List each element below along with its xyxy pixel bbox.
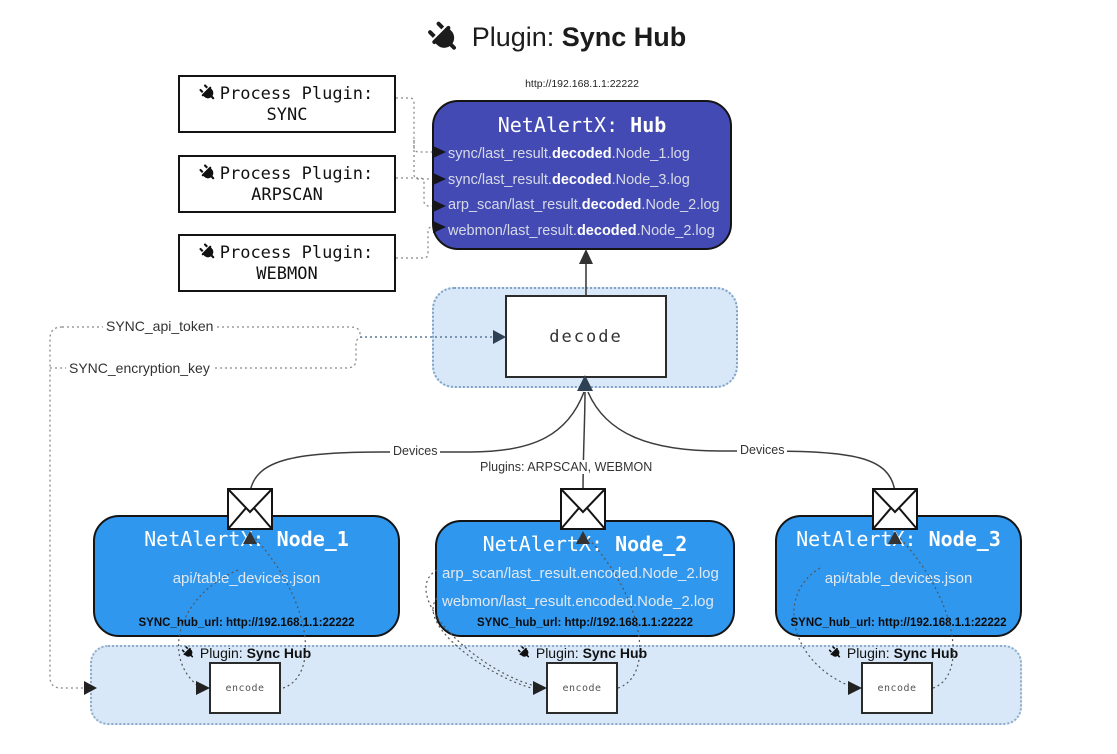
node-3-box: NetAlertX: Node_3 api/table_devices.json… — [775, 515, 1022, 637]
hub-box: NetAlertX: Hub sync/last_result.decoded.… — [432, 100, 732, 250]
node-content: arp_scan/last_result.encoded.Node_2.log … — [442, 565, 719, 610]
encode-box: encode — [861, 662, 933, 714]
hub-log-line: arp_scan/last_result.decoded.Node_2.log — [448, 197, 720, 214]
process-plugin-name: WEBMON — [256, 264, 318, 284]
process-plugin-name: SYNC — [266, 105, 308, 125]
title-text: Plugin: Sync Hub — [471, 21, 687, 52]
encode-box: encode — [546, 662, 618, 714]
node-title: NetAlertX: Node_2 — [482, 532, 688, 556]
encode-plugin-label: Plugin: Sync Hub — [804, 644, 984, 662]
node-hub-url: SYNC_hub_url: http://192.168.1.1:22222 — [790, 617, 1007, 629]
node-title: NetAlertX: Node_3 — [796, 527, 1001, 551]
plug-icon — [199, 163, 218, 185]
node-hub-url: SYNC_hub_url: http://192.168.1.1:22222 — [138, 617, 355, 629]
plugins-mid-label: Plugins: ARPSCAN, WEBMON — [477, 460, 656, 474]
plug-icon — [427, 19, 463, 56]
hub-log-line: sync/last_result.decoded.Node_3.log — [448, 171, 690, 188]
sync-api-token-label: SYNC_api_token — [103, 318, 217, 334]
encode-plugin-label: Plugin: Sync Hub — [493, 644, 673, 662]
node-content: api/table_devices.json — [172, 570, 321, 587]
process-plugin-box-webmon: Process Plugin: WEBMON — [178, 234, 396, 292]
plug-icon — [517, 645, 532, 661]
devices-right-label: Devices — [737, 443, 788, 457]
sync-encryption-key-label: SYNC_encryption_key — [66, 360, 213, 376]
hub-log-line: sync/last_result.decoded.Node_1.log — [448, 146, 690, 162]
decode-box: decode — [505, 295, 667, 378]
process-plugin-box-arpscan: Process Plugin: ARPSCAN — [178, 155, 396, 213]
hub-log-list: sync/last_result.decoded.Node_1.log sync… — [448, 142, 726, 244]
plug-icon — [199, 242, 218, 264]
hub-title: NetAlertX: Hub — [497, 113, 667, 137]
page-title: Plugin: Sync Hub — [0, 14, 1117, 60]
hub-log-line: webmon/last_result.decoded.Node_2.log — [448, 222, 715, 239]
node-title: NetAlertX: Node_1 — [144, 527, 349, 551]
process-plugin-box-sync: Process Plugin: SYNC — [178, 75, 396, 133]
plug-icon — [181, 645, 196, 661]
plug-icon — [828, 645, 843, 661]
encode-plugin-label: Plugin: Sync Hub — [157, 644, 337, 662]
devices-left-label: Devices — [390, 444, 441, 458]
process-plugin-name: ARPSCAN — [251, 185, 323, 205]
plug-icon — [199, 83, 218, 105]
node-1-box: NetAlertX: Node_1 api/table_devices.json… — [93, 515, 400, 637]
hub-url-label: http://192.168.1.1:22222 — [525, 78, 639, 90]
node-hub-url: SYNC_hub_url: http://192.168.1.1:22222 — [476, 617, 694, 629]
node-2-box: NetAlertX: Node_2 arp_scan/last_result.e… — [435, 520, 735, 637]
node-content: api/table_devices.json — [824, 570, 973, 587]
encode-box: encode — [209, 662, 281, 714]
